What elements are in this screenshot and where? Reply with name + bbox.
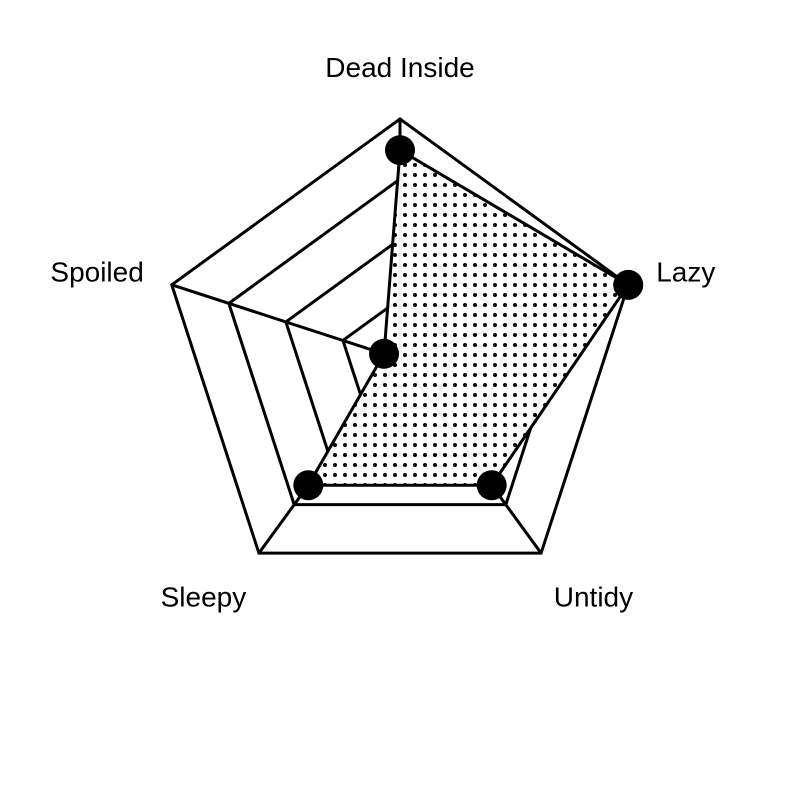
- data-point-spoiled: [369, 338, 400, 369]
- data-point-dead-inside: [385, 135, 415, 166]
- data-point-sleepy: [293, 470, 324, 501]
- grid-ring-4: [169, 117, 631, 555]
- grid-spoke-4: [171, 283, 401, 361]
- axis-label-untidy: Untidy: [554, 582, 633, 613]
- axis-label-sleepy: Sleepy: [161, 582, 247, 613]
- series-area-0: [306, 148, 630, 487]
- data-point-untidy: [476, 470, 507, 501]
- data-point-lazy: [613, 269, 644, 300]
- axis-label-lazy: Lazy: [656, 257, 715, 288]
- radar-series: [293, 135, 644, 501]
- axis-label-spoiled: Spoiled: [50, 257, 143, 288]
- axis-label-dead-inside: Dead Inside: [325, 52, 474, 83]
